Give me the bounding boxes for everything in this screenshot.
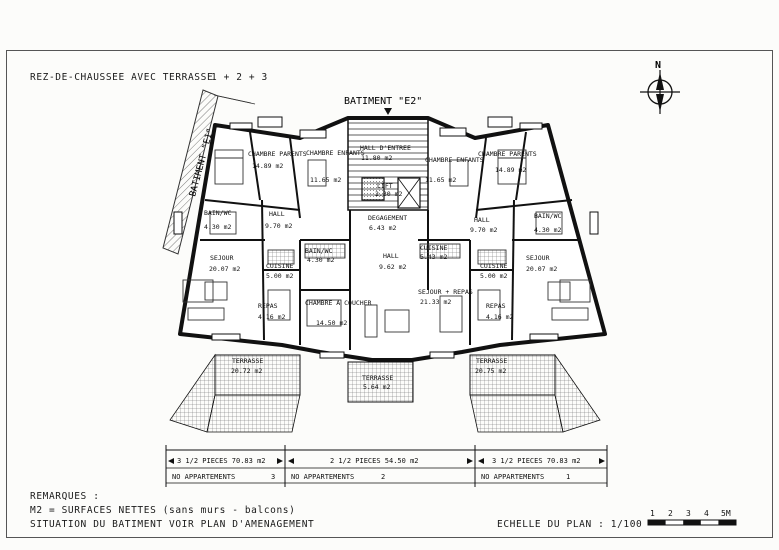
unit-1-number-label: NO APPARTEMENTS <box>172 473 235 481</box>
north-label: N <box>655 60 661 71</box>
terraces <box>169 353 601 433</box>
room-left-sejour-area: 20.07 m2 <box>209 265 240 273</box>
terrace-center-area: 5.64 m2 <box>363 383 390 391</box>
entrance-core <box>347 117 429 211</box>
room-center-cuisine: CUISINE <box>420 244 447 252</box>
apartment-numbers: 1 + 2 + 3 <box>211 72 268 83</box>
room-lift: LIFT <box>377 182 393 190</box>
remarks-title: REMARQUES : <box>30 491 100 502</box>
room-right-cuisine-area: 5.00 m2 <box>480 272 507 280</box>
room-right-chambre-parents: CHAMBRE PARENTS <box>478 150 537 158</box>
room-center-sejour-area: 21.33 m2 <box>420 298 451 306</box>
room-center-chambre: CHAMBRE A COUCHER <box>305 299 372 307</box>
room-degagement-area: 6.43 m2 <box>369 224 396 232</box>
room-left-hall: HALL <box>269 210 285 218</box>
room-left-hall-area: 9.70 m2 <box>265 222 292 230</box>
room-degagement: DEGAGEMENT <box>368 214 407 222</box>
room-center-chambre-area: 14.50 m2 <box>316 319 347 327</box>
entrance-arrow-icon <box>384 108 392 115</box>
room-hall-entree: HALL D'ENTREE <box>360 144 411 152</box>
unit-3-number: 1 <box>566 473 570 481</box>
room-left-cuisine: CUISINE <box>266 262 293 270</box>
terrace-left-area: 20.72 m2 <box>231 367 262 375</box>
sheet-border <box>6 50 773 538</box>
room-left-repas-area: 4.16 m2 <box>258 313 285 321</box>
scale-tick-3: 3 <box>686 509 691 518</box>
room-right-cuisine: CUISINE <box>480 262 507 270</box>
scale-label: ECHELLE DU PLAN : 1/100 <box>497 519 643 530</box>
unit-3-type: 3 1/2 PIECES 70.83 m2 <box>492 457 581 465</box>
remarks-line-1: M2 = SURFACES NETTES (sans murs - balcon… <box>30 505 296 516</box>
room-left-bain: BAIN/WC <box>204 209 231 217</box>
interior-walls <box>200 131 578 350</box>
terrace-right-area: 20.75 m2 <box>475 367 506 375</box>
north-arrow-icon <box>640 70 680 114</box>
room-left-chambre-parents: CHAMBRE PARENTS <box>248 150 307 158</box>
room-center-bain-area: 4.30 m2 <box>307 256 334 264</box>
room-right-bain-area: 4.30 m2 <box>534 226 561 234</box>
room-left-cuisine-area: 5.00 m2 <box>266 272 293 280</box>
room-right-repas-area: 4.16 m2 <box>486 313 513 321</box>
room-lift-area: 2.30 m2 <box>375 190 402 198</box>
unit-1-type: 3 1/2 PIECES 70.83 m2 <box>177 457 266 465</box>
windows <box>173 116 599 359</box>
building-e2-label: BATIMENT "E2" <box>344 96 422 107</box>
terrace-left: TERRASSE <box>232 357 263 365</box>
terrace-center: TERRASSE <box>362 374 393 382</box>
room-right-chambre-enfants-area: 11.65 m2 <box>425 176 456 184</box>
room-right-chambre-enfants: CHAMBRE ENFANTS <box>425 156 484 164</box>
room-right-hall-area: 9.70 m2 <box>470 226 497 234</box>
unit-2-type: 2 1/2 PIECES 54.50 m2 <box>330 457 419 465</box>
furniture <box>182 149 591 338</box>
room-right-chambre-parents-area: 14.89 m2 <box>495 166 526 174</box>
room-hall-entree-area: 11.80 m2 <box>361 154 392 162</box>
room-left-chambre-enfants-area: 11.65 m2 <box>310 176 341 184</box>
scale-tick-4: 4 <box>704 509 709 518</box>
scale-tick-2: 2 <box>668 509 673 518</box>
unit-1-number: 3 <box>271 473 275 481</box>
room-left-sejour: SEJOUR <box>210 254 234 262</box>
unit-2-number-label: NO APPARTEMENTS <box>291 473 354 481</box>
room-center-sejour: SEJOUR + REPAS <box>418 288 473 296</box>
room-center-hall-area: 9.62 m2 <box>379 263 406 271</box>
scale-bar <box>647 519 737 526</box>
scale-tick-1: 1 <box>650 509 655 518</box>
unit-table <box>165 445 608 487</box>
plan-title: REZ-DE-CHAUSSEE AVEC TERRASSE <box>30 72 214 83</box>
room-right-repas: REPAS <box>486 302 506 310</box>
room-right-hall: HALL <box>474 216 490 224</box>
room-left-bain-area: 4.30 m2 <box>204 223 231 231</box>
unit-2-number: 2 <box>381 473 385 481</box>
scale-tick-5: 5M <box>721 509 731 518</box>
room-right-sejour: SEJOUR <box>526 254 550 262</box>
terrace-right: TERRASSE <box>476 357 507 365</box>
room-center-hall: HALL <box>383 252 399 260</box>
room-left-repas: REPAS <box>258 302 278 310</box>
room-left-chambre-enfants: CHAMBRE ENFANTS <box>306 149 365 157</box>
room-center-cuisine-area: 5.43 m2 <box>420 253 447 261</box>
room-center-bain: BAIN/WC <box>305 247 332 255</box>
room-right-sejour-area: 20.07 m2 <box>526 265 557 273</box>
remarks-line-2: SITUATION DU BATIMENT VOIR PLAN D'AMENAG… <box>30 519 315 530</box>
room-left-chambre-parents-area: 14.89 m2 <box>252 162 283 170</box>
room-right-bain: BAIN/WC <box>534 212 561 220</box>
unit-3-number-label: NO APPARTEMENTS <box>481 473 544 481</box>
